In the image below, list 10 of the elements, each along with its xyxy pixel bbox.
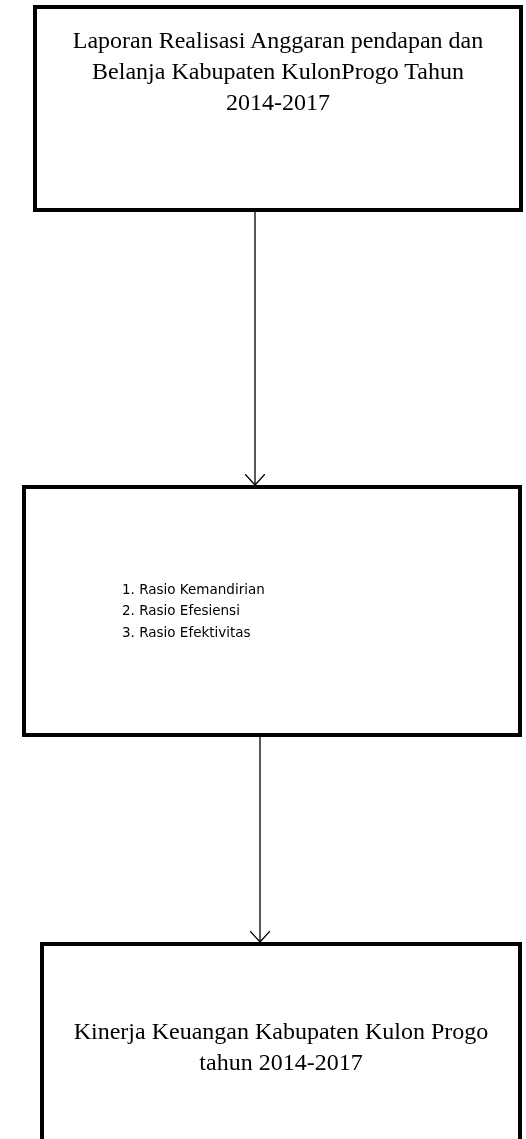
list-item: 1. Rasio Kemandirian: [122, 579, 265, 599]
process-box: [22, 485, 522, 737]
arrow: [249, 736, 271, 943]
box-title: Kinerja Keuangan Kabupaten Kulon Progo tahun 2014-2017: [72, 1017, 490, 1078]
arrow: [244, 211, 266, 486]
text-box: [40, 942, 522, 1139]
box-title: Laporan Realisasi Anggaran pendapan dan Belanja Kabupaten KulonProgo Tahun 2014-2017: [71, 26, 485, 118]
list-item: 2. Rasio Efesiensi: [122, 601, 240, 621]
list-item: 3. Rasio Efektivitas: [122, 622, 251, 642]
text-box: [33, 5, 523, 212]
